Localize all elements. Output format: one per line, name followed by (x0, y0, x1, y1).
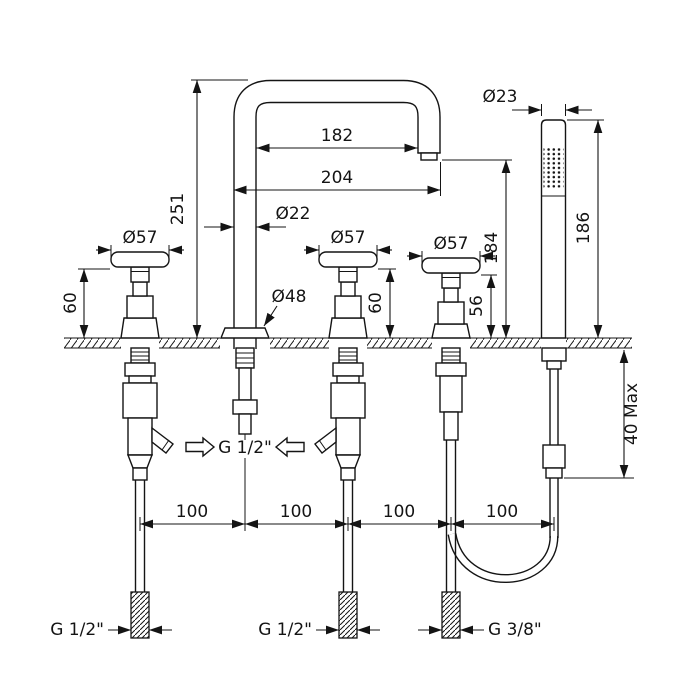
dim-spout-tube-dia: Ø22 (275, 204, 310, 224)
thread-left (130, 591, 150, 639)
deck-surface (64, 337, 632, 349)
label-inlet-spout: G 1/2" (218, 438, 272, 458)
spout-tailpiece (232, 347, 258, 435)
valve-left-port (151, 426, 174, 454)
shower-hose (447, 533, 559, 583)
spout-inlet-callout: G 1/2" (185, 436, 305, 458)
spout-base-flange (219, 327, 271, 339)
hand-shower (540, 119, 567, 339)
dim-deck-thickness: 40 Max (622, 383, 642, 445)
spout (219, 79, 441, 349)
dim-handle-left-height: 60 (61, 292, 81, 314)
flow-arrow-left-icon (274, 436, 305, 458)
label-inlet-shower: G 3/8" (488, 620, 542, 640)
handle-right (421, 257, 481, 339)
dim-handle-mid-dia: Ø57 (330, 228, 365, 248)
dim-handshower-height: 186 (574, 212, 594, 244)
thread-mid (338, 591, 358, 639)
handle-mid (318, 251, 378, 339)
dimensions: 251 182 204 Ø22 Ø48 Ø57 Ø57 Ø57 (50, 79, 642, 640)
dim-spout-reach-inner: 182 (321, 126, 353, 146)
valve-mid-port (314, 426, 337, 454)
spray-face (543, 147, 564, 189)
diverter-body (435, 347, 467, 639)
dim-handle-mid-height: 60 (366, 292, 386, 314)
dim-spacing-3: 100 (383, 502, 415, 522)
dim-spacing-4: 100 (486, 502, 518, 522)
dim-spout-height: 251 (168, 193, 188, 225)
dim-spacing-2: 100 (280, 502, 312, 522)
valve-mid-body (314, 347, 366, 639)
flow-arrow-right-icon (185, 436, 216, 458)
dim-spout-reach-outer: 204 (321, 168, 353, 188)
dim-handle-left-dia: Ø57 (122, 228, 157, 248)
dim-spout-base-dia: Ø48 (271, 287, 306, 307)
handle-left (110, 251, 170, 339)
shower-shank (541, 347, 567, 538)
spout-outlet (420, 152, 438, 161)
dim-handle-right-height: 56 (467, 295, 487, 317)
dim-spout-outlet-height: 184 (482, 232, 502, 264)
dim-handle-right-dia: Ø57 (433, 234, 468, 254)
label-inlet-mid: G 1/2" (258, 620, 312, 640)
thread-shower (441, 591, 461, 639)
valve-left-body (122, 347, 174, 639)
dim-spacing-1: 100 (176, 502, 208, 522)
label-inlet-left: G 1/2" (50, 620, 104, 640)
dim-handshower-dia: Ø23 (482, 87, 517, 107)
